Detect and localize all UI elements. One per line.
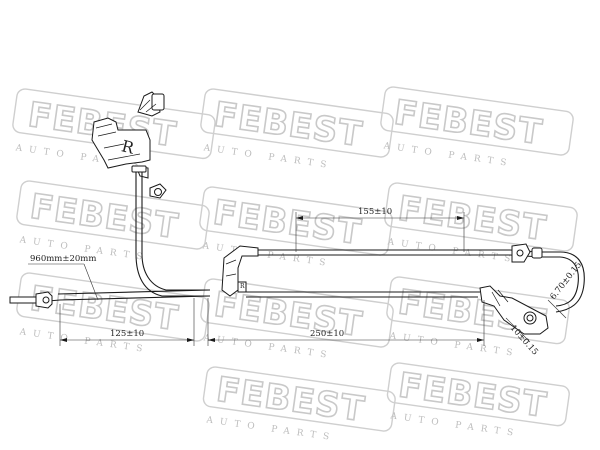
watermark-brand: FEBEST — [392, 93, 545, 153]
dim-left: 125±10 — [59, 298, 195, 346]
watermark-brand: FEBEST — [396, 189, 549, 249]
watermark-brand: FEBEST — [211, 193, 364, 253]
watermark-7: FEBEST AUTO PARTS — [16, 272, 210, 355]
dim-left-label: 125±10 — [110, 329, 144, 339]
watermark-brand: FEBEST — [28, 279, 181, 339]
connector: R — [91, 91, 165, 179]
dim-cable-length: 960mm±20mm — [28, 254, 99, 301]
dim-cable-length-label: 960mm±20mm — [30, 254, 96, 264]
side-mark: R — [120, 136, 137, 158]
sensor-cable: R — [9, 165, 585, 313]
watermark-3: FEBEST AUTO PARTS — [380, 86, 574, 169]
dim-right: 250±10 — [207, 298, 485, 346]
watermark-11: FEBEST AUTO PARTS — [386, 362, 570, 439]
dim-top: 155±10 — [295, 207, 465, 252]
watermark-brand: FEBEST — [212, 95, 365, 155]
watermark-6: FEBEST AUTO PARTS — [384, 182, 578, 265]
dim-top-label: 155±10 — [358, 207, 392, 217]
watermark-2: FEBEST AUTO PARTS — [200, 88, 394, 171]
svg-text:R: R — [240, 283, 245, 290]
dim-right-label: 250±10 — [310, 329, 344, 339]
sensor-head — [479, 285, 549, 335]
watermark-10: FEBEST AUTO PARTS — [202, 366, 396, 443]
